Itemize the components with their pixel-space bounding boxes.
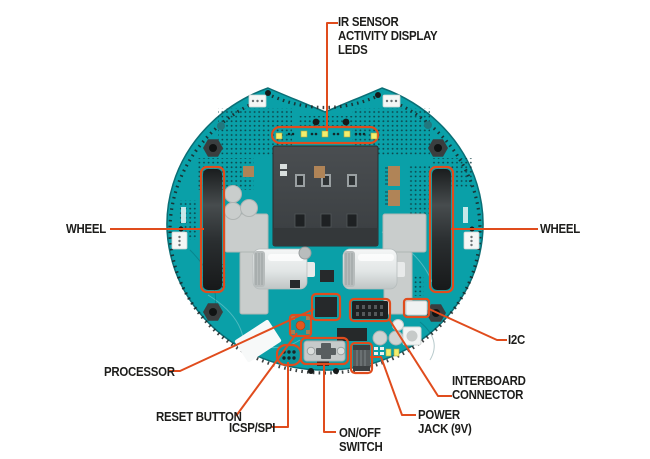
perforation-grid <box>178 108 472 296</box>
screw-holes <box>178 90 475 374</box>
wheel-right <box>432 169 451 290</box>
label-i2c: I2C <box>508 332 526 347</box>
label-icsp-spi: ICSP/SPI <box>229 420 276 435</box>
callout-lines <box>110 22 538 433</box>
label-wheel-left: WHEEL <box>66 221 106 236</box>
wheel-left <box>203 169 222 290</box>
callout-i2c <box>428 308 507 341</box>
pushbutton <box>402 326 422 346</box>
label-reset-button: RESET BUTTON <box>156 409 242 424</box>
callout-icsp <box>272 362 289 428</box>
label-processor: PROCESSOR <box>104 364 175 379</box>
battery-compartment <box>272 145 379 247</box>
label-wheel-right: WHEEL <box>540 221 580 236</box>
ir-led-row <box>270 125 380 145</box>
battery-slots <box>294 174 358 228</box>
callout-reset <box>235 332 298 417</box>
callout-ir-leds <box>326 22 338 131</box>
ir-leds <box>275 130 378 140</box>
side-connectors <box>171 207 480 250</box>
label-on-off-switch: ON/OFF SWITCH <box>339 425 383 454</box>
pin-headers-top <box>248 94 401 108</box>
motor-left <box>252 248 315 290</box>
callout-processor <box>168 308 315 372</box>
motor-right <box>342 248 405 290</box>
processor-chip <box>310 292 342 322</box>
label-power-jack: POWER JACK (9V) <box>418 407 472 436</box>
i2c-connector <box>402 297 431 319</box>
callout-power-jack <box>370 356 416 416</box>
on-off-switch <box>299 336 350 366</box>
interboard-connector <box>348 297 392 323</box>
label-interboard-connector: INTERBOARD CONNECTOR <box>452 373 526 402</box>
callout-onoff <box>323 364 336 433</box>
callout-interboard <box>388 318 452 397</box>
power-jack <box>349 341 374 375</box>
label-ir-sensor-leds: IR SENSOR ACTIVITY DISPLAY LEDS <box>338 14 438 57</box>
